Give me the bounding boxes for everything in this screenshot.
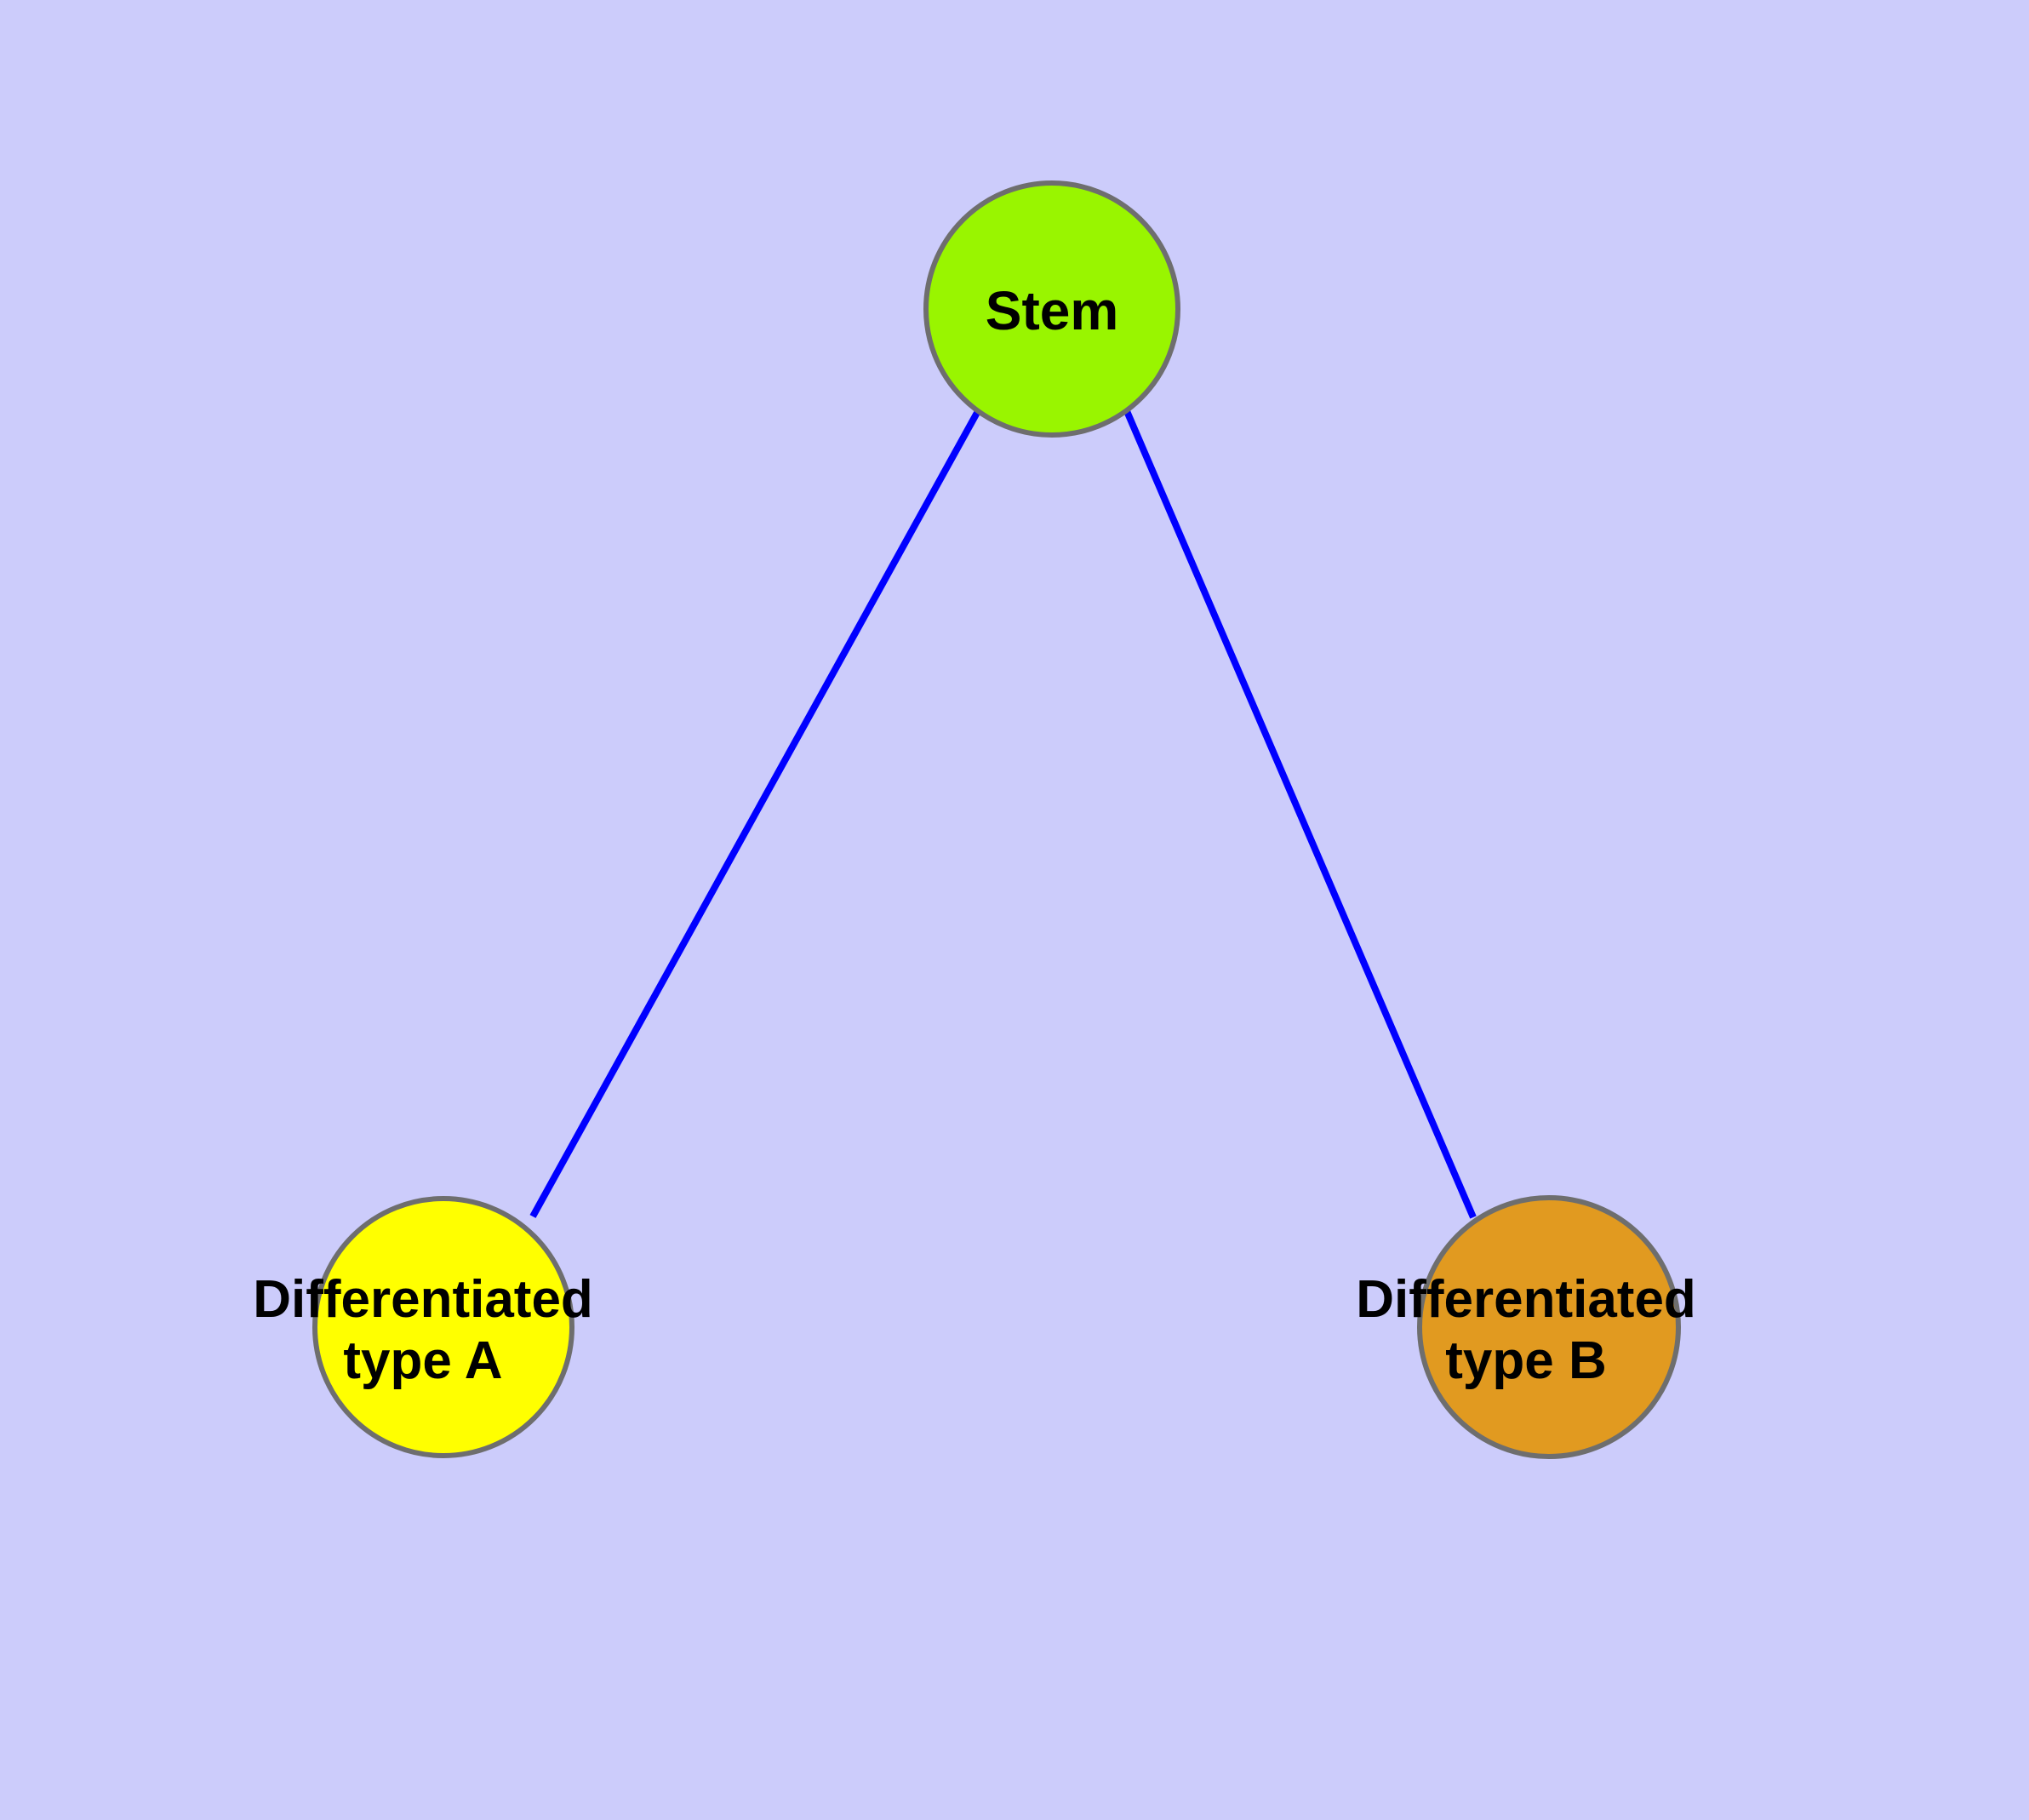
node-differentiated-type-b[interactable] [1417, 1195, 1681, 1459]
edge-stem-to-differentiated-type-a[interactable] [529, 409, 981, 1218]
node-stem[interactable] [923, 180, 1180, 438]
edge-stem-to-differentiated-type-b[interactable] [1123, 409, 1477, 1219]
node-differentiated-type-a[interactable] [312, 1196, 574, 1458]
node-layer [312, 180, 1681, 1459]
edge-layer [529, 409, 1477, 1219]
